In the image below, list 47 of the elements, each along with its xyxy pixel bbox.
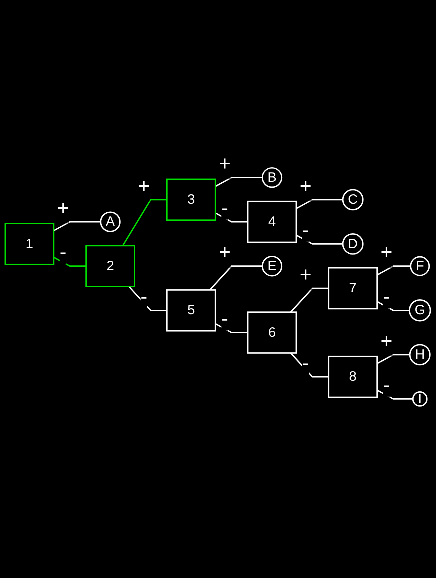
node-circle: H [409,344,431,366]
node-box: 8 [328,356,378,399]
node-circle: C [342,190,364,212]
edge-label: + [380,330,393,354]
node-box: 3 [166,179,216,222]
node-circle: E [262,256,283,278]
node-circle: G [409,300,432,322]
connector [215,178,263,188]
edge-label: - [222,198,228,220]
connector [377,266,411,276]
connector [296,235,344,246]
node-box: 7 [328,268,378,310]
edge-label: - [383,374,390,398]
node-box: 6 [247,312,298,354]
edge-label: + [300,264,312,287]
connector [215,324,248,334]
connector [54,257,86,268]
connector [296,200,344,210]
connector [54,222,101,232]
edge-label: - [383,286,390,309]
edge-label: - [60,242,67,264]
node-box: 5 [166,290,216,332]
node-circle: A [100,212,121,233]
connector [210,266,263,292]
connector [215,213,248,224]
edge-label: + [57,198,70,220]
node-circle: F [410,256,430,277]
node-circle: I [412,392,428,408]
connector [377,354,410,365]
connector [290,288,329,314]
node-circle: D [342,234,364,256]
edge-label: + [380,242,393,264]
edge-label: - [302,220,310,242]
edge-label: - [140,286,148,309]
edge-label: + [138,176,150,198]
node-circle: B [262,168,283,189]
edge-label: - [222,308,228,331]
node-box: 4 [247,201,298,244]
node-box: 1 [4,224,55,266]
connector [122,200,168,247]
node-box: 2 [86,246,136,288]
connector [377,302,410,312]
connector [377,390,414,400]
edge-label: - [302,352,310,376]
edge-label: + [219,242,231,264]
edge-label: + [219,156,231,176]
edge-label: + [300,176,312,198]
